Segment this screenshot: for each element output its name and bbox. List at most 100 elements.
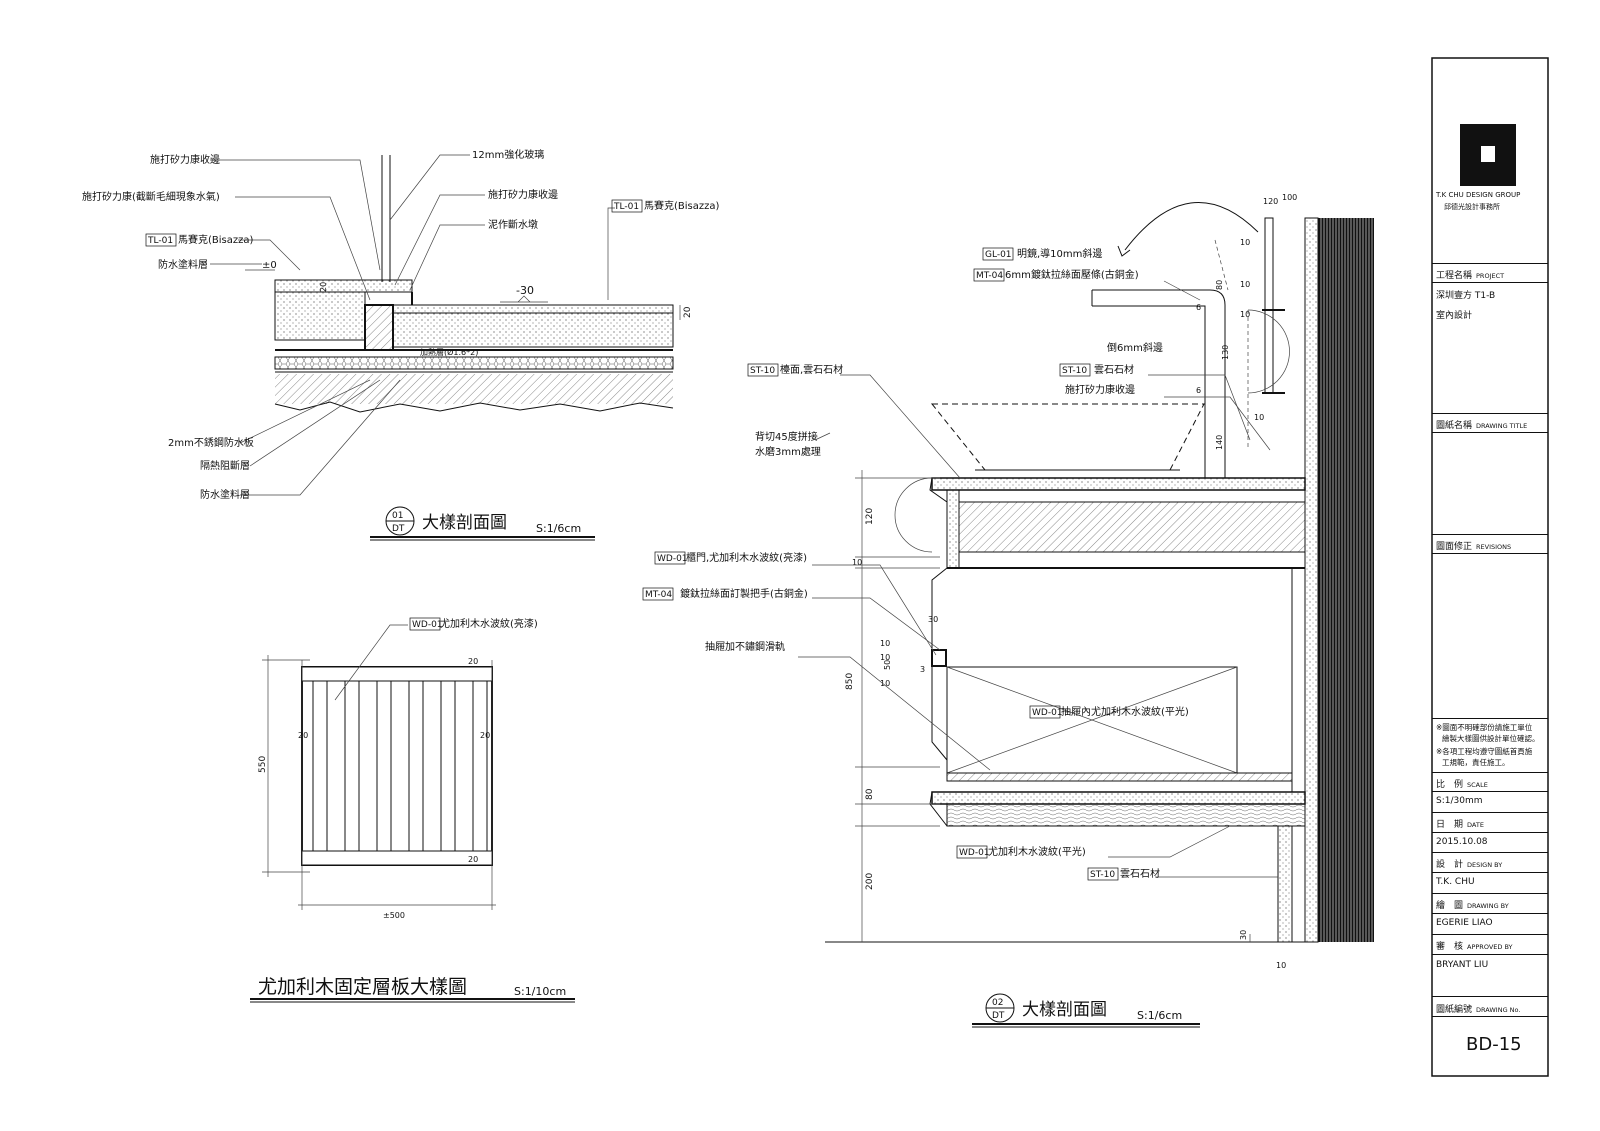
panel-dim-20-top: 20 <box>468 657 478 666</box>
dim-10-e: 10 <box>1240 310 1250 319</box>
label-handle: 鍍鈦拉絲面訂製把手(古銅金) <box>680 587 808 600</box>
project-line-2: 室內設計 <box>1436 311 1473 321</box>
label-water-stop: 泥作斷水墩 <box>488 218 538 231</box>
label-counter: 檯面,雲石石材 <box>780 363 843 376</box>
label-mirror: 明鏡,導10mm斜邊 <box>1017 247 1102 260</box>
note-2a: ※各項工程均遵守圖紙首頁施 <box>1436 747 1533 756</box>
label-waterproof-bottom: 防水塗料層 <box>200 488 250 501</box>
level-minus-30: -30 <box>516 284 534 297</box>
dim-140: 140 <box>1215 435 1224 450</box>
label-insulation: 隔熱阻斷層 <box>200 459 250 472</box>
panel-tag: WD-01 <box>412 620 443 630</box>
company-name-cn: 邱德光設計事務所 <box>1444 203 1500 211</box>
tag-gl01: GL-01 <box>985 250 1012 260</box>
project-line-1: 深圳壹方 T1-B <box>1436 291 1496 301</box>
dim-100-top: 100 <box>1282 193 1297 202</box>
detail-01-num: 01 <box>392 511 403 521</box>
note-2b: 工規範，責任施工。 <box>1442 758 1510 767</box>
tag-st10-top: ST-10 <box>1062 366 1087 376</box>
detail-01-section: 20 20 ±0 -30 加熱層(Ø1.6*2) 施打矽力康收邊 施打矽力康(截… <box>82 148 720 541</box>
dim-50: 50 <box>883 660 892 670</box>
detail-01-scale: S:1/6cm <box>536 522 581 535</box>
dim-20-right: 20 <box>683 306 693 318</box>
label-silicone-edge-right: 施打矽力康收邊 <box>488 188 558 201</box>
label-bevel: 倒6mm斜邊 <box>1107 341 1163 354</box>
panel-material-label: 尤加利木水波紋(亮漆) <box>440 617 538 630</box>
heating-layer-label: 加熱層(Ø1.6*2) <box>420 347 478 357</box>
dim-10-top: 10 <box>1240 238 1250 247</box>
scale-value: S:1/30mm <box>1436 796 1483 806</box>
title-block-frame <box>1431 57 1549 1077</box>
detail-02-section: 120 10 850 80 200 30 10 10 10 50 3 10 30… <box>642 193 1374 1028</box>
tag-tl01-left: TL-01 <box>147 236 173 246</box>
drawn-value: EGERIE LIAO <box>1436 918 1493 928</box>
dim-10-bottom: 10 <box>1276 961 1286 970</box>
company-name-en: T.K CHU DESIGN GROUP <box>1436 191 1521 199</box>
label-mosaic-left: 馬賽克(Bisazza) <box>178 233 254 246</box>
label-strip: 6mm鍍鈦拉絲面壓條(古銅金) <box>1005 268 1139 281</box>
tag-st10-counter: ST-10 <box>750 366 775 376</box>
label-miter-1: 背切45度拼接 <box>755 430 818 443</box>
dim-3: 3 <box>920 665 925 674</box>
label-silicone-edge: 施打矽力康收邊 <box>150 153 220 166</box>
date-value: 2015.10.08 <box>1436 837 1488 847</box>
detail-02-num: 02 <box>992 998 1003 1008</box>
dim-130: 130 <box>1221 345 1230 360</box>
label-slide: 抽屜加不鏽鋼滑軌 <box>705 640 785 653</box>
panel-dim-20-left: 20 <box>298 731 308 740</box>
dim-20-left: 20 <box>319 282 328 292</box>
dim-10-c: 10 <box>880 653 890 662</box>
level-zero: ±0 <box>262 260 277 271</box>
label-stone-top: 雲石石材 <box>1094 363 1134 376</box>
label-door: 櫃門,尤加利木水波紋(亮漆) <box>686 551 807 564</box>
detail-01-title: 大樣剖面圖 <box>422 513 507 533</box>
tag-tl01-right: TL-01 <box>613 202 639 212</box>
tag-mt04-top: MT-04 <box>976 271 1003 281</box>
label-drawer: 抽屜內尤加利木水波紋(平光) <box>1061 705 1189 718</box>
dim-80-mirror: 80 <box>1215 280 1224 290</box>
tag-st10-base: ST-10 <box>1090 870 1115 880</box>
dim-10-d: 10 <box>880 679 890 688</box>
detail-01-ref: DT <box>392 524 405 534</box>
note-1a: ※圖面不明確部份請施工單位 <box>1436 723 1533 732</box>
detail-02-ref: DT <box>992 1011 1005 1021</box>
dim-30-bottom: 30 <box>1239 930 1248 940</box>
panel-detail: 550 ±500 20 20 20 20 WD-01 尤加利木水波紋(亮漆) 尤… <box>250 617 575 1003</box>
tag-mt04-handle: MT-04 <box>645 590 672 600</box>
panel-dim-width: ±500 <box>383 911 405 920</box>
panel-scale: S:1/10cm <box>514 985 566 998</box>
label-silicone: 施打矽力康收邊 <box>1065 383 1135 396</box>
panel-title: 尤加利木固定層板大樣圖 <box>258 976 467 998</box>
tag-wd01-base: WD-01 <box>959 848 990 858</box>
label-waterproof-top: 防水塗料層 <box>158 258 208 271</box>
dim-6-b: 6 <box>1196 386 1201 395</box>
dim-30-handle: 30 <box>928 615 938 624</box>
dim-850: 850 <box>845 673 855 690</box>
dim-200: 200 <box>865 873 875 890</box>
label-base-stone: 雲石石材 <box>1120 867 1160 880</box>
drawing-no-value: BD-15 <box>1466 1034 1522 1055</box>
approved-value: BRYANT LIU <box>1436 960 1489 970</box>
design-value: T.K. CHU <box>1436 877 1475 887</box>
dim-120-counter: 120 <box>865 508 875 525</box>
dim-10-f: 10 <box>1254 413 1264 422</box>
dim-10-a: 10 <box>852 558 862 567</box>
dim-10-b: 10 <box>880 639 890 648</box>
panel-dim-20-right: 20 <box>480 731 490 740</box>
detail-02-title: 大樣剖面圖 <box>1022 1000 1107 1020</box>
label-mosaic-right: 馬賽克(Bisazza) <box>644 199 720 212</box>
dim-80-base: 80 <box>865 788 875 800</box>
label-miter-2: 水磨3mm處理 <box>755 445 821 458</box>
panel-dim-height: 550 <box>258 756 268 773</box>
label-tempered-glass: 12mm強化玻璃 <box>472 148 544 161</box>
